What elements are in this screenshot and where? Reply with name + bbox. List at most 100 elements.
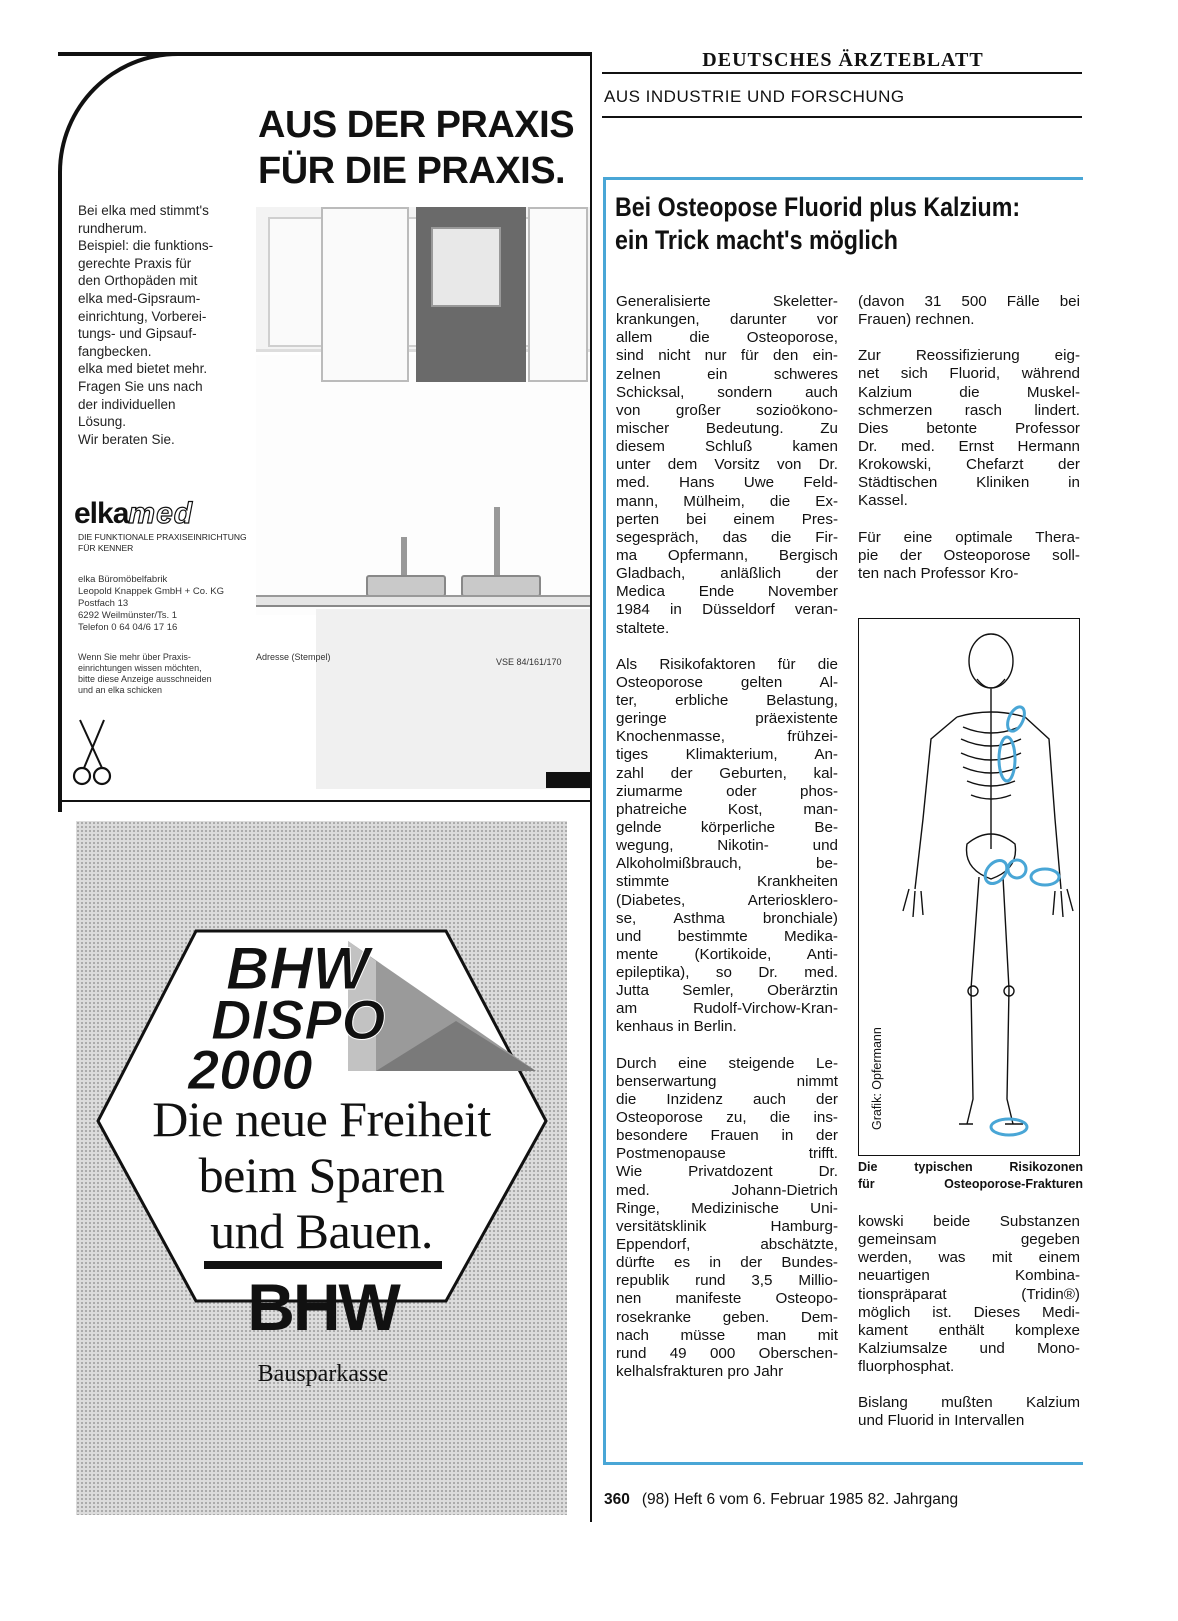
article-line: stimmte Krankheiten	[616, 873, 838, 891]
faucet	[494, 507, 500, 577]
article-line: ten nach Professor Kro-	[858, 564, 1019, 582]
article-line: Bislang mußten Kalzium	[858, 1394, 1080, 1412]
wordmark-dispo: DISPO	[211, 988, 385, 1051]
article-line: zelnen ein schweres	[616, 365, 838, 383]
article-line: geringe präexistente	[616, 710, 838, 728]
article-line: perten bei einem Pres-	[616, 510, 838, 528]
body-line: Beispiel: die funktions-	[78, 238, 214, 254]
article-line: nen manifeste Osteopo-	[616, 1290, 838, 1308]
article-line: am Rudolf-Virchow-Kran-	[616, 1000, 838, 1018]
title-line: Bei Osteopose Fluorid plus Kalzium:	[615, 192, 1021, 222]
article-line: phatreiche Kost, man-	[616, 800, 838, 818]
article-line: Eppendorf, abschätzte,	[616, 1236, 838, 1254]
address-line: Postfach 13	[78, 598, 129, 609]
article-line: Dr. med. Ernst Hermann	[858, 437, 1080, 455]
article-line: krankungen, darunter vor	[616, 311, 838, 329]
body-line: einrichtung, Vorberei-	[78, 308, 207, 324]
wordmark-bhw: BHW	[226, 935, 374, 1002]
base-cabinet-door	[321, 207, 409, 382]
paragraph-gap	[858, 511, 1080, 529]
body-line: fangbecken.	[78, 343, 152, 359]
section-heading: AUS INDUSTRIE UND FORSCHUNG	[604, 87, 905, 106]
title-line: ein Trick macht's möglich	[615, 225, 898, 255]
body-line: tungs- und Gipsauf-	[78, 326, 197, 342]
article-line: segespräch, das die Fir-	[616, 528, 838, 546]
sink-basin	[366, 575, 446, 597]
elka-tagline: Die funktionale Praxiseinrichtung für Ke…	[78, 532, 268, 554]
article-line: staltete.	[616, 619, 670, 637]
caption-line: für Osteoporose-Frakturen	[858, 1177, 1083, 1191]
article-line: Gladbach, anläßlich der	[616, 565, 838, 583]
journal-masthead: DEUTSCHES ÄRZTEBLATT	[702, 49, 984, 71]
article-line: republik rund 3,5 Millio-	[616, 1272, 838, 1290]
article-line: sind nicht nur für den ein-	[616, 347, 838, 365]
page-footer: 360 (98) Heft 6 vom 6. Februar 1985 82. J…	[604, 1490, 958, 1510]
note-line: einrichtungen wissen möchten,	[78, 663, 202, 673]
article-column-1: Generalisierte Skeletter-krankungen, dar…	[616, 293, 838, 1381]
article-line: benserwartung nimmt	[616, 1072, 838, 1090]
article-line: Zur Reossifizierung eig-	[858, 347, 1080, 365]
article-line: Als Risikofaktoren für die	[616, 655, 838, 673]
note-line: bitte diese Anzeige ausschneiden	[78, 674, 212, 684]
paragraph-gap	[858, 329, 1080, 347]
article-line: Postmenopause trifft.	[616, 1145, 838, 1163]
body-line: elka med bietet mehr.	[78, 361, 208, 377]
article-frame: Bei Osteopose Fluorid plus Kalzium: ein …	[603, 177, 1083, 1465]
article-line: Knochenmasse, frühzei-	[616, 728, 838, 746]
stamp-field-label: Adresse (Stempel)	[256, 652, 331, 662]
article-line: (Diabetes, Arteriosklero-	[616, 891, 838, 909]
body-line: elka med-Gipsraum-	[78, 290, 201, 306]
issue-info: (98) Heft 6 vom 6. Februar 1985 82. Jahr…	[641, 1491, 959, 1508]
bhw-bausparkasse: Bausparkasse	[257, 1361, 389, 1387]
article-line: kament enthält komplexe	[858, 1321, 1080, 1339]
article-line: Osteoporose zu, die ins-	[616, 1109, 838, 1127]
ad-code: VSE 84/161/170	[496, 657, 562, 667]
article-line: net sich Fluorid, während	[858, 365, 1080, 383]
elka-advertisement: AUS DER PRAXIS FÜR DIE PRAXIS. Bei elka …	[58, 52, 590, 812]
article-line: med. Hans Uwe Feld-	[616, 474, 838, 492]
headline-line: FÜR DIE PRAXIS.	[258, 150, 566, 192]
article-line: möglich ist. Dieses Medi-	[858, 1303, 1080, 1321]
slogan-line: und Bauen.	[210, 1203, 433, 1259]
article-line: werden, was mit einem	[858, 1249, 1080, 1267]
article-line: gelnde körperliche Be-	[616, 818, 838, 836]
page-number: 360	[604, 1491, 630, 1508]
bhw-advertisement: BHW DISPO 2000 Die neue Freiheit beim Sp…	[76, 821, 567, 1515]
elka-coupon-note: Wenn Sie mehr über Praxis- einrichtungen…	[78, 652, 268, 696]
article-line: allem die Osteoporose,	[616, 329, 838, 347]
article-line: versitätsklinik Hamburg-	[616, 1217, 838, 1235]
body-line: Wir beraten Sie.	[78, 431, 175, 447]
article-line: se, Asthma bronchiale)	[616, 909, 838, 927]
article-line: und Fluorid in Intervallen	[858, 1412, 1025, 1430]
article-line: dürfte es in der Bundes-	[616, 1254, 838, 1272]
article-line: ziumarme oder phos-	[616, 782, 838, 800]
article-line: zahl der Geburten, kal-	[616, 764, 838, 782]
body-line: rundherum.	[78, 220, 148, 236]
article-line: Durch eine steigende Le-	[616, 1054, 838, 1072]
skeleton-figure	[858, 618, 1080, 1156]
article-line: ter, erbliche Belastung,	[616, 691, 838, 709]
tagline-line: für Kenner	[78, 543, 134, 553]
elka-logo: elkamed	[74, 496, 274, 531]
article-line: Dies betonte Professor	[858, 419, 1080, 437]
logo-med: med	[128, 496, 194, 530]
caption-line: Die typischen Risikozonen	[858, 1160, 1083, 1174]
article-line: pie der Osteoporose soll-	[858, 546, 1080, 564]
frame-bottom	[603, 1462, 1083, 1465]
article-line: mischer Bedeutung. Zu	[616, 419, 838, 437]
article-line: Kalzium die Muskel-	[858, 383, 1080, 401]
article-line: besondere Frauen in der	[616, 1127, 838, 1145]
body-line: gerechte Praxis für	[78, 255, 192, 271]
column-rule	[590, 52, 592, 1522]
article-line: Generalisierte Skeletter-	[616, 293, 838, 310]
article-line: Städtischen Kliniken in	[858, 474, 1080, 492]
article-line: Jutta Semler, Oberärztin	[616, 982, 838, 1000]
article-line: fluorphosphat.	[858, 1358, 955, 1376]
article-line: Für eine optimale Thera-	[858, 528, 1080, 546]
article-line: ma Opfermann, Bergisch	[616, 546, 838, 564]
body-line: den Orthopäden mit	[78, 273, 198, 289]
elka-headline: AUS DER PRAXIS FÜR DIE PRAXIS.	[258, 102, 598, 194]
article-line: (davon 31 500 Fälle bei	[858, 293, 1080, 310]
